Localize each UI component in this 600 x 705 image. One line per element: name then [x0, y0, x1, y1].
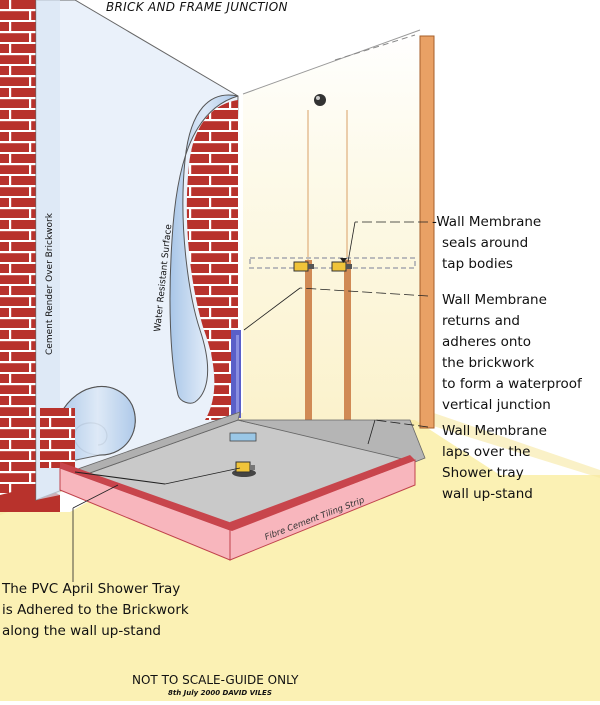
- tray-edge-2: [164, 467, 241, 485]
- leader-3: [374, 419, 429, 428]
- fibre-strip-left-top: [60, 462, 232, 531]
- tap-right: [331, 258, 352, 272]
- annotation-line: to form a waterproof: [442, 376, 582, 392]
- tray-upstand-back: [237, 419, 426, 463]
- membrane-curl-bottom-fill: [59, 386, 136, 461]
- annotation-line: Wall Membrane: [442, 423, 547, 439]
- page-title: BRICK AND FRAME JUNCTION: [106, 0, 288, 14]
- annotation-membrane-laps: Wall Membrane laps over the Shower tray …: [442, 421, 547, 505]
- annotation-membrane-seals: -Wall Membrane seals around tap bodies: [432, 212, 541, 275]
- frame-wall-dash: [334, 34, 416, 61]
- stud-right: [344, 260, 351, 422]
- timber-post: [419, 35, 435, 429]
- membrane-curl-top: [169, 94, 239, 404]
- left-brick-wall: [0, 0, 40, 505]
- annotation-membrane-returns: Wall Membrane returns and adheres onto t…: [442, 290, 582, 416]
- leader-4b: [72, 484, 119, 509]
- stud-left: [305, 260, 312, 422]
- annotation-line: the brickwork: [442, 355, 535, 371]
- credit-line: 8th July 2000 DAVID VILES: [168, 689, 272, 697]
- tap-left: [293, 261, 314, 272]
- annotation-line: returns and: [442, 313, 521, 329]
- frame-wall-top: [242, 29, 421, 95]
- leader-2: [299, 287, 429, 297]
- cement-render-edge: [36, 0, 60, 500]
- shower-rose: [314, 94, 326, 106]
- annotation-line: laps over the: [442, 444, 531, 460]
- shower-rose-hi: [316, 96, 320, 100]
- annotation-pvc-tray: The PVC April Shower Tray is Adhered to …: [2, 579, 189, 642]
- tray-logo: [229, 432, 257, 442]
- annotation-line: adheres onto: [442, 334, 531, 350]
- annotation-line: along the wall up-stand: [2, 623, 161, 639]
- annotation-line: tap bodies: [442, 256, 513, 272]
- annotation-line: Shower tray: [442, 465, 524, 481]
- waste-outlet: [232, 461, 256, 477]
- brick-behind-curl: [186, 100, 238, 420]
- leader-1b: [347, 221, 356, 263]
- membrane-return-hi: [236, 335, 239, 415]
- scale-note: NOT TO SCALE-GUIDE ONLY: [132, 673, 299, 687]
- annotation-line: vertical junction: [442, 397, 551, 413]
- fibre-strip-top: [230, 455, 415, 531]
- render-label: Cement Render Over Brickwork: [45, 212, 55, 355]
- leader-3b: [367, 419, 376, 445]
- leader-2b: [243, 287, 301, 331]
- annotation-line: wall up-stand: [442, 486, 533, 502]
- annotation-line: is Adhered to the Brickwork: [2, 602, 189, 618]
- tray-edge: [74, 471, 166, 485]
- brick-lower: [40, 408, 75, 468]
- annotation-line: -Wall Membrane: [432, 214, 542, 230]
- annotation-line: Wall Membrane: [442, 292, 547, 308]
- annotation-line: The PVC April Shower Tray: [2, 581, 181, 597]
- annotation-line: seals around: [442, 235, 529, 251]
- frame-wall: [243, 30, 432, 420]
